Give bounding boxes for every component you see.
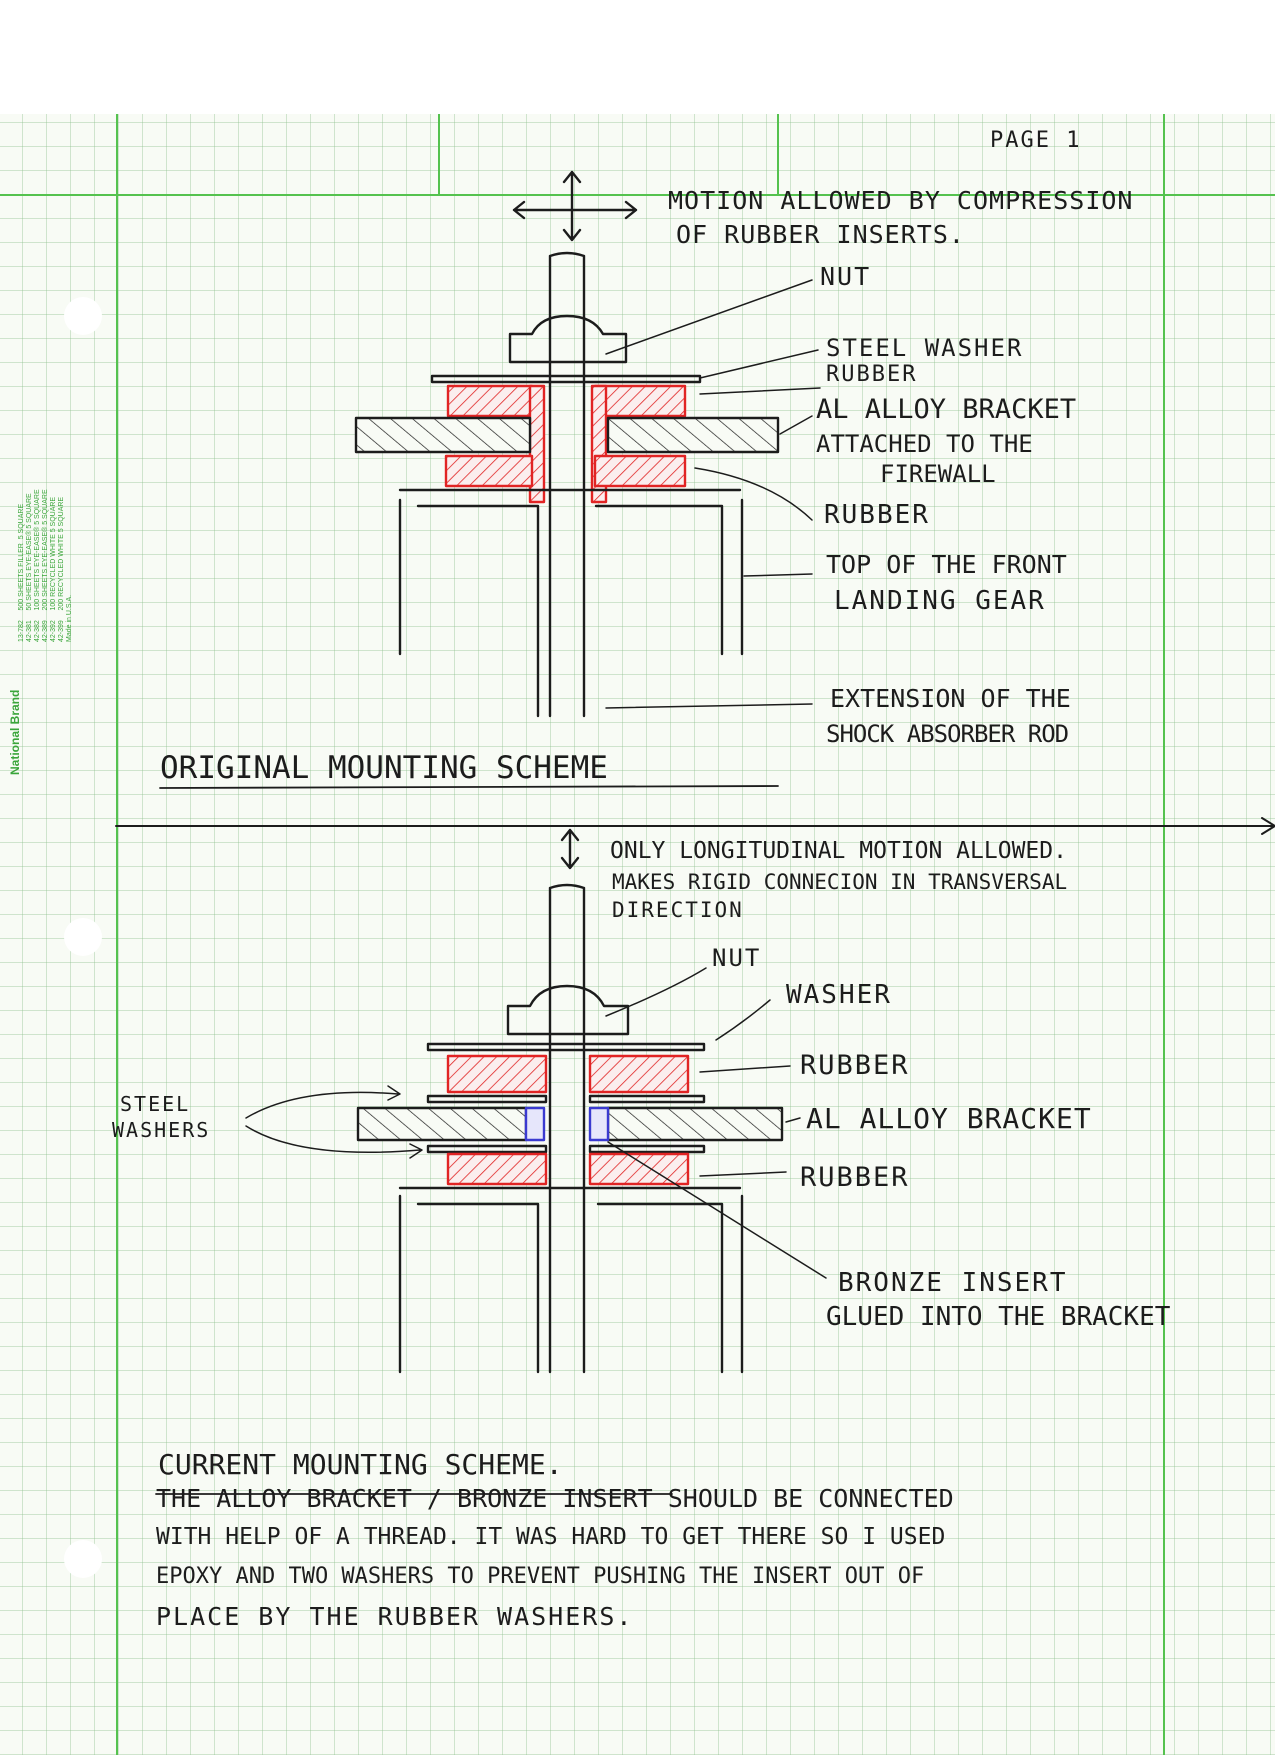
- label-rod-2: SHOCK ABSORBER ROD: [826, 720, 1069, 748]
- label-washer: WASHER: [786, 980, 892, 1010]
- binder-hole-top: [64, 297, 102, 335]
- rubber-bottom-right: [588, 1152, 690, 1186]
- label-steel-washer: STEEL WASHER: [826, 334, 1024, 362]
- label-bracket-note-2: FIREWALL: [880, 460, 996, 488]
- label-nut: NUT: [712, 944, 762, 972]
- landing-gear-top: [398, 498, 744, 718]
- current-note-line-3: EPOXY AND TWO WASHERS TO PREVENT PUSHING…: [156, 1564, 925, 1589]
- label-rubber-top: RUBBER: [800, 1050, 910, 1081]
- washer: [426, 1042, 706, 1052]
- title-underline: [159, 785, 779, 789]
- right-margin-line: [1163, 114, 1165, 1755]
- original-title: ORIGINAL MOUNTING SCHEME: [160, 750, 608, 786]
- label-bronze-insert-2: GLUED INTO THE BRACKET: [826, 1302, 1171, 1332]
- binder-hole-bottom: [64, 1540, 102, 1578]
- divider-arrow-icon: [1261, 817, 1275, 835]
- leader-lines: [605, 279, 821, 709]
- header-line: [0, 194, 1275, 196]
- current-scheme-drawing: [155, 828, 827, 1495]
- label-nut: NUT: [820, 262, 872, 291]
- rubber-bottom-left: [446, 1152, 548, 1186]
- rod: [548, 251, 586, 718]
- current-motion-note-line-3: DIRECTION: [612, 898, 744, 922]
- rubber-top-left: [446, 1054, 548, 1094]
- rod: [548, 883, 586, 1374]
- steel-washer: [430, 374, 702, 384]
- rubber-bottom-right: [593, 454, 687, 488]
- bronze-insert-left: [524, 1106, 546, 1142]
- label-rubber-bottom: RUBBER: [800, 1162, 910, 1193]
- header-divider-2: [777, 114, 779, 194]
- longitudinal-arrow-icon: [560, 828, 580, 870]
- current-note-line-2: WITH HELP OF A THREAD. IT WAS HARD TO GE…: [156, 1524, 946, 1550]
- leader-lines: [245, 967, 827, 1279]
- label-rod-1: EXTENSION OF THE: [830, 684, 1071, 713]
- label-steel-washers-1: STEEL: [120, 1092, 191, 1116]
- bronze-insert-right: [588, 1106, 610, 1142]
- rubber-bottom-left: [444, 454, 534, 488]
- label-rubber-top: RUBBER: [826, 362, 918, 387]
- nut: [508, 314, 628, 364]
- binder-hole-middle: [64, 918, 102, 956]
- motion-arrow-icon: [512, 170, 638, 242]
- label-bronze-insert-1: BRONZE INSERT: [838, 1268, 1068, 1298]
- header-divider-1: [438, 114, 440, 194]
- rubber-top-left: [446, 384, 534, 418]
- original-motion-note-line-2: OF RUBBER INSERTS.: [676, 220, 965, 249]
- bracket-right: [606, 416, 780, 454]
- label-rubber-bottom: RUBBER: [824, 500, 930, 530]
- margin-line: [116, 114, 118, 1755]
- label-bracket-note-1: ATTACHED TO THE: [816, 430, 1033, 458]
- rubber-top-right: [588, 1054, 690, 1094]
- label-steel-washers-2: WASHERS: [112, 1118, 211, 1142]
- label-gear-top-1: TOP OF THE FRONT: [826, 550, 1067, 579]
- label-gear-top-2: LANDING GEAR: [834, 586, 1046, 616]
- label-bracket: AL ALLOY BRACKET: [806, 1102, 1092, 1135]
- steel-washer-lower: [426, 1144, 706, 1154]
- bracket-left: [356, 1106, 528, 1142]
- rubber-top-right: [593, 384, 687, 418]
- landing-gear-top: [398, 1194, 744, 1374]
- steel-washer-upper: [426, 1094, 706, 1104]
- original-scheme-drawing: [159, 170, 821, 789]
- current-note-line-1: THE ALLOY BRACKET / BRONZE INSERT SHOULD…: [156, 1484, 954, 1513]
- bracket-right: [606, 1106, 784, 1142]
- page-number: PAGE 1: [990, 128, 1082, 153]
- original-motion-note-line-1: MOTION ALLOWED BY COMPRESSION: [668, 186, 1134, 215]
- current-motion-note-line-2: MAKES RIGID CONNECION IN TRANSVERSAL: [612, 870, 1068, 894]
- current-motion-note-line-1: ONLY LONGITUDINAL MOTION ALLOWED.: [610, 838, 1067, 864]
- label-bracket: AL ALLOY BRACKET: [816, 394, 1077, 425]
- bracket-left: [354, 416, 532, 454]
- current-note-line-4: PLACE BY THE RUBBER WASHERS.: [156, 1602, 634, 1631]
- nut: [506, 984, 630, 1036]
- current-title: CURRENT MOUNTING SCHEME.: [158, 1448, 563, 1481]
